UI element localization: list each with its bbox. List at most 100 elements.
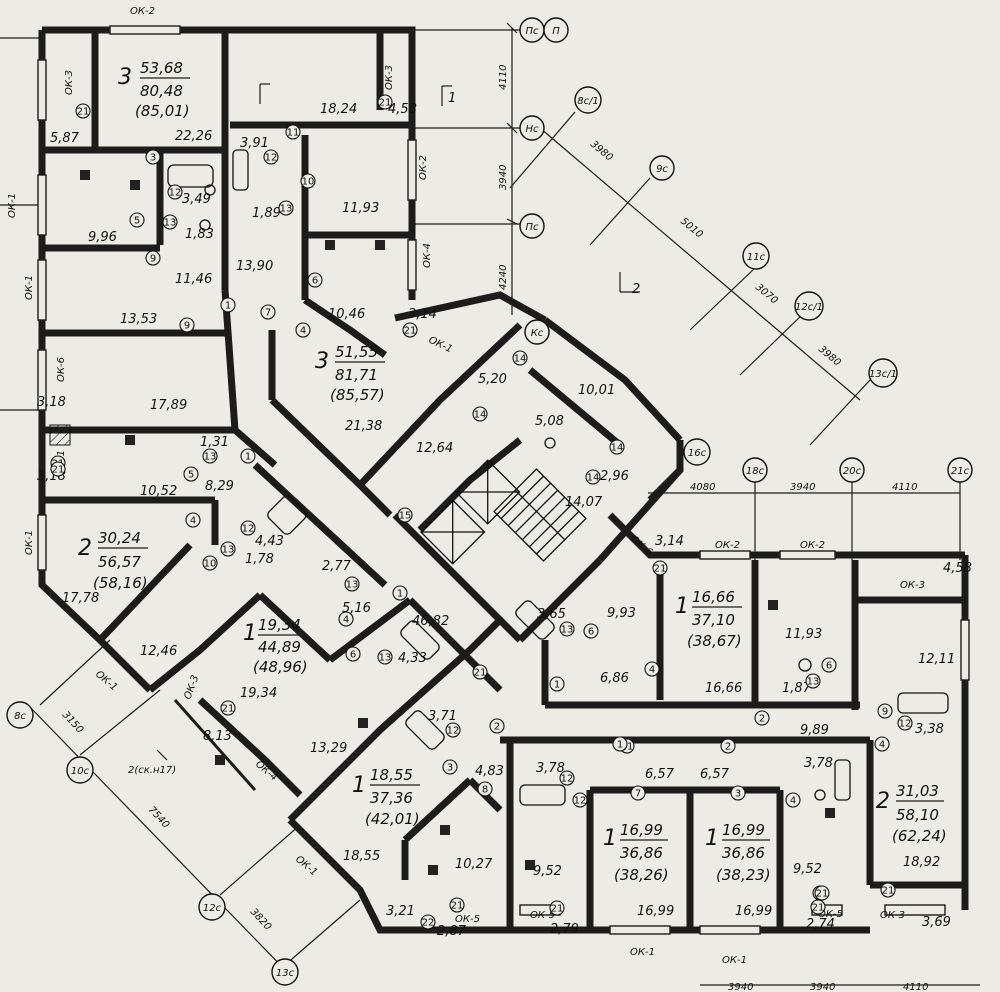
room-marker-number: 1 (225, 301, 231, 312)
apartment-living: 51,55 (335, 343, 378, 361)
axis-label: 13с (276, 968, 295, 979)
room-area: 46,82 (412, 614, 449, 629)
wall-mark: ОК-3 (64, 70, 75, 95)
axis-label: Нс (525, 124, 539, 135)
room-marker: 3 (730, 785, 746, 801)
apartment-total: 56,57 (98, 553, 141, 571)
apartment-living: 19,34 (258, 616, 301, 634)
room-marker: 6 (307, 272, 323, 288)
room-marker: 21 (220, 700, 236, 716)
room-marker: 21 (402, 322, 418, 338)
apartment-labels: 3 53,68 80,48 (85,01) 3 51,55 81,71 (85,… (78, 59, 947, 884)
wall-mark: ОК-4 (422, 243, 433, 268)
room-marker-number: 13 (807, 677, 820, 688)
wall-mark: ОК-1 (630, 947, 655, 958)
room-marker: 5 (129, 212, 145, 228)
windows (37, 25, 970, 935)
room-marker-number: 14 (514, 354, 527, 365)
room-area: 17,89 (150, 398, 187, 413)
room-marker-number: 21 (654, 564, 667, 575)
apartment-total: 36,86 (620, 844, 663, 862)
room-marker-number: 13 (164, 218, 177, 229)
room-area: 9,93 (607, 606, 636, 621)
dimension: 4080 (690, 482, 715, 493)
room-area: 18,55 (343, 849, 380, 864)
apartment-living: 18,55 (370, 766, 413, 784)
room-marker: 1 (549, 676, 565, 692)
apartment-total: 44,89 (258, 638, 301, 656)
wall-mark: ОК-3 (384, 65, 395, 90)
room-area: 9,52 (793, 862, 822, 877)
room-marker-number: 10 (204, 559, 217, 570)
room-marker-number: 5 (134, 216, 140, 227)
room-marker-number: 12 (169, 188, 182, 199)
axis-label: Кс (531, 328, 544, 339)
room-marker: 13 (202, 448, 218, 464)
axis-bubble: 13с/1 (868, 358, 898, 388)
room-marker: 2 (720, 738, 736, 754)
room-marker: 21 (75, 103, 91, 119)
room-marker-number: 10 (302, 177, 315, 188)
axis-bubble: 8с/1 (574, 86, 602, 114)
apartment-rooms: 2 (876, 789, 890, 814)
room-area: 10,46 (328, 307, 365, 322)
dimension: 4240 (498, 265, 509, 290)
grid-axes: Пс П Нс Пс Кс 8с/1 9с 11с 12с/1 13с/1 16… (6, 17, 973, 986)
room-marker-number: 11 (287, 128, 300, 139)
room-marker-number: 15 (399, 511, 412, 522)
apartment-rooms: 3 (118, 65, 132, 90)
room-marker: 21 (449, 897, 465, 913)
room-area: 3,69 (922, 915, 951, 930)
apartment-label: 1 18,55 37,36 (42,01) (352, 766, 420, 828)
room-marker-number: 1 (397, 589, 403, 600)
room-marker: 12 (167, 184, 183, 200)
room-marker: 9 (877, 703, 893, 719)
room-marker-number: 21 (551, 904, 564, 915)
apartment-balcony: (85,57) (330, 386, 385, 404)
stair-and-lift (49, 424, 587, 565)
apartment-total: 80,48 (140, 82, 183, 100)
section-mark: 2 (632, 282, 640, 297)
room-area: 3,78 (804, 756, 833, 771)
room-marker: 4 (338, 611, 354, 627)
room-area: 12,46 (140, 644, 177, 659)
apartment-living: 30,24 (98, 529, 141, 547)
dimension: 4110 (903, 982, 928, 992)
dimension: 7540 (146, 805, 171, 831)
room-marker-number: 13 (280, 204, 293, 215)
axis-bubble: 16с (683, 438, 711, 466)
axis-bubble: П (543, 17, 569, 43)
room-area: 22,26 (175, 129, 212, 144)
room-area: 8,13 (203, 729, 232, 744)
room-area: 4,83 (475, 764, 504, 779)
axis-label: 9с (656, 164, 668, 175)
room-marker: 4 (644, 661, 660, 677)
room-area: 3,91 (240, 136, 269, 151)
axis-label: 20с (843, 466, 862, 477)
room-area: 12,11 (918, 652, 955, 667)
room-marker-number: 3 (447, 763, 453, 774)
room-marker-number: 12 (899, 719, 912, 730)
room-marker: 9 (145, 250, 161, 266)
room-area: 14,07 (565, 495, 603, 510)
axis-bubble: 13с (271, 958, 299, 986)
apartment-rooms: 1 (705, 826, 719, 851)
apartment-balcony: (62,24) (892, 827, 947, 845)
room-area: 2,77 (322, 559, 352, 574)
room-area: 17,78 (62, 591, 99, 606)
room-marker: 1 (240, 448, 256, 464)
apartment-label: 1 16,66 37,10 (38,67) (675, 588, 742, 650)
apartment-rooms: 3 (315, 349, 329, 374)
room-marker-number: 6 (588, 627, 594, 638)
apartment-total: 36,86 (722, 844, 765, 862)
room-marker: 12 (559, 770, 575, 786)
room-marker: 13 (162, 214, 178, 230)
wall-mark: ОК-3 (182, 674, 201, 701)
room-marker-number: 12 (447, 726, 460, 737)
room-area: 5,20 (478, 372, 507, 387)
room-marker: 10 (300, 173, 316, 189)
room-marker: 13 (278, 200, 294, 216)
dimension: 4110 (892, 482, 917, 493)
room-marker-number: 4 (343, 615, 349, 626)
room-marker: 10 (202, 555, 218, 571)
